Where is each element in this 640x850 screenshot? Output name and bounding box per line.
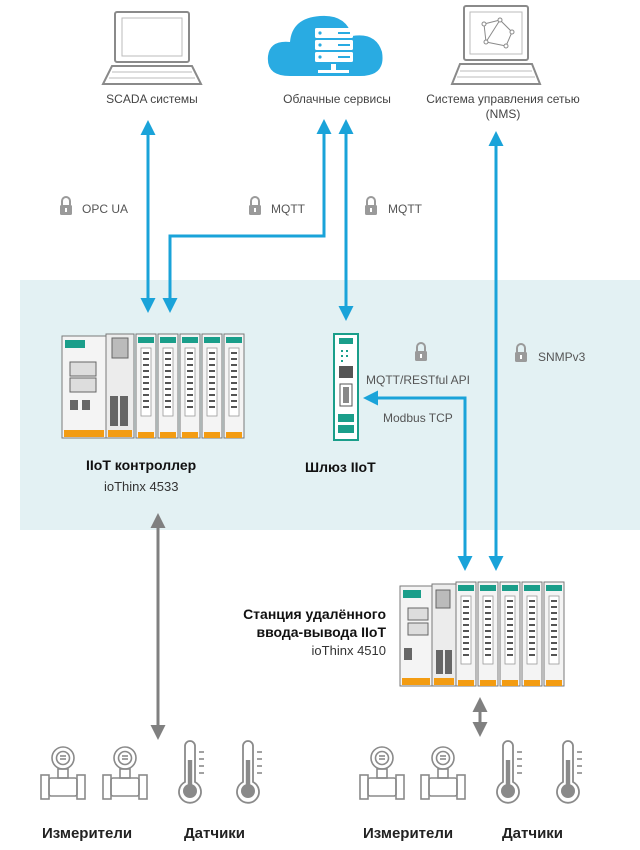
controller-model: ioThinx 4533 (104, 479, 179, 494)
nms-label-line1: Система управления сетью (426, 92, 580, 106)
left-flowmeter-1-icon (40, 746, 86, 800)
right-thermometer-2-icon (556, 740, 583, 804)
scada-computer-icon (101, 11, 203, 85)
left-thermometer-1-icon (178, 740, 205, 804)
mqtt-restful-label: MQTT/RESTful API (366, 373, 471, 387)
mqtt-right-lock-icon (364, 196, 378, 216)
nms-label-line2: (NMS) (485, 107, 521, 121)
right-flowmeter-1-icon (359, 746, 405, 800)
scada-label: SCADA системы (106, 92, 198, 106)
gateway-title: Шлюз IIoT (305, 459, 376, 475)
cloud-services-icon (267, 15, 383, 77)
right-sensors-label: Датчики (502, 825, 564, 842)
snmp-label: SNMPv3 (538, 350, 586, 364)
right-meters-label: Измерители (363, 825, 454, 842)
cloud-services-label: Облачные сервисы (283, 92, 391, 106)
right-flowmeter-2-icon (420, 746, 466, 800)
mqtt-controller-link-arrow (162, 119, 332, 313)
nms-computer-icon (450, 5, 542, 85)
remote-io-title-line1: Станция удалённого (243, 606, 386, 622)
controller-title: IIoT контроллер (86, 457, 197, 473)
left-meters-label: Измерители (42, 825, 133, 842)
right-thermometer-1-icon (496, 740, 523, 804)
remote-io-model: ioThinx 4510 (311, 643, 386, 658)
mqtt-right-label: MQTT (388, 202, 422, 216)
left-sensors-label: Датчики (184, 825, 246, 842)
iiot-gateway-device (333, 333, 359, 441)
mqtt-left-label: MQTT (271, 202, 305, 216)
iiot-controller-device (61, 333, 245, 439)
modbus-label: Modbus TCP (383, 411, 453, 425)
modbus-link-arrow (363, 390, 473, 571)
left-flowmeter-2-icon (102, 746, 148, 800)
opcua-label: OPC UA (82, 202, 129, 216)
mqtt-left-lock-icon (248, 196, 262, 216)
remote-io-device (399, 581, 565, 687)
left-thermometer-2-icon (236, 740, 263, 804)
remote-io-title-line2: ввода-вывода IIoT (256, 624, 386, 640)
opcua-lock-icon (59, 196, 73, 216)
